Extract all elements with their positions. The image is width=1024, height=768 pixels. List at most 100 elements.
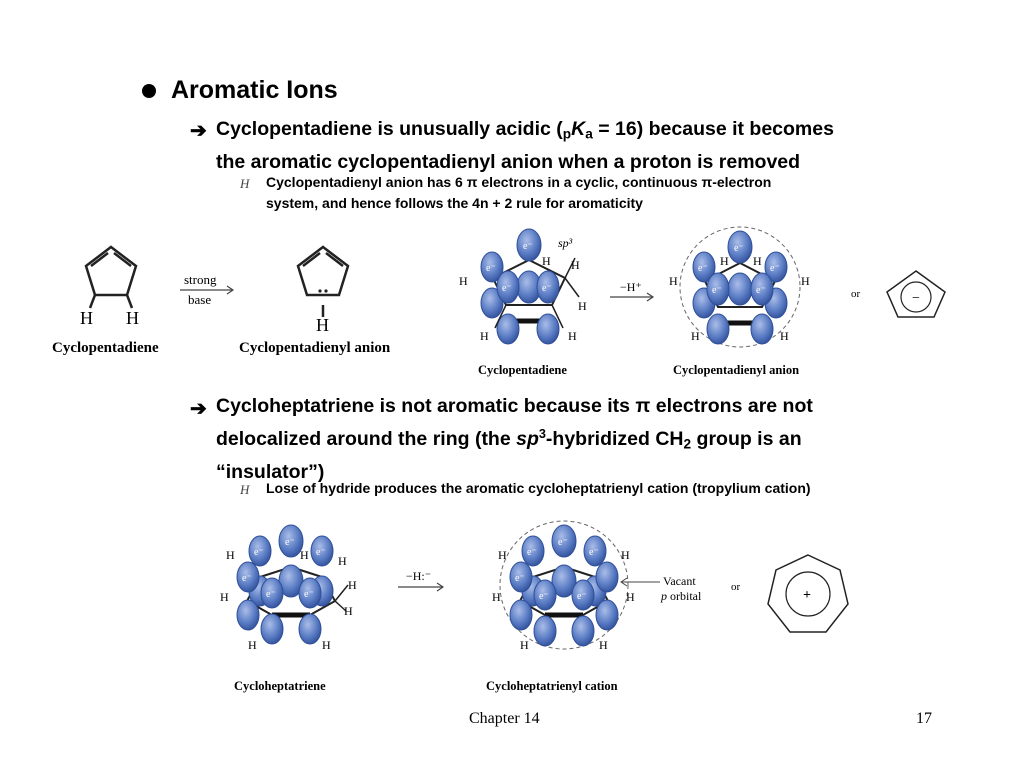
- base-label: base: [188, 292, 211, 307]
- h-label: H: [520, 638, 529, 652]
- electron-label: e⁻: [698, 263, 708, 274]
- electron-label: e⁻: [523, 241, 533, 252]
- aromatic-circle: [785, 571, 831, 617]
- sub-bullet-icon: H: [240, 176, 250, 191]
- h-label: H: [801, 274, 810, 288]
- cyclopentadienyl-anion-structure: [296, 245, 350, 317]
- arrow-head-icon: [620, 577, 628, 587]
- cyclopentadiene-caption: Cyclopentadiene: [52, 340, 159, 356]
- arrow-head-icon: [226, 285, 235, 295]
- point-2-sub-text: Lose of hydride produces the aromatic cy…: [266, 480, 811, 496]
- cyclopentadienyl-anion-orbital-diagram: e⁻ e⁻ e⁻ e⁻ e⁻: [679, 226, 801, 348]
- aromatic-circle: [900, 281, 932, 313]
- h-label: H: [691, 329, 700, 343]
- or-label: or: [851, 288, 861, 300]
- arrow-bullet-icon: ➔: [190, 398, 207, 420]
- h-label: H: [498, 548, 507, 562]
- sp3-label: sp³: [558, 236, 573, 250]
- h-label: H: [780, 329, 789, 343]
- minus-charge: −: [912, 291, 920, 306]
- h-label: H: [344, 604, 353, 618]
- arrow-head-icon: [436, 582, 445, 592]
- cycloheptatrienyl-cation-caption: Cycloheptatrienyl cation: [486, 679, 618, 693]
- ch2-subscript: 2: [683, 436, 692, 452]
- footer-chapter: Chapter 14: [469, 710, 540, 727]
- electron-label: e⁻: [589, 547, 599, 558]
- h-label: H: [248, 638, 257, 652]
- pka-a: a: [585, 126, 593, 142]
- p-italic: p: [660, 589, 667, 603]
- heptagon-shape: [767, 554, 849, 633]
- h-label: H: [300, 548, 309, 562]
- electron-label: e⁻: [712, 285, 722, 296]
- cyclopentadiene-orbital-diagram: e⁻ e⁻ e⁻ e⁻: [480, 228, 580, 345]
- sp-italic: sp: [516, 427, 539, 450]
- h-label: H: [568, 329, 577, 343]
- electron-label: e⁻: [542, 283, 552, 294]
- p-orbital-label: p orbital: [660, 589, 702, 603]
- sp-superscript: 3: [538, 427, 546, 441]
- h-label: H: [480, 329, 489, 343]
- point-2-text: Cycloheptatriene is not aromatic because…: [216, 392, 813, 486]
- bullet-dot: [142, 84, 156, 98]
- arrow-bullet-icon: ➔: [190, 120, 207, 142]
- electron-label: e⁻: [316, 547, 326, 558]
- orbital-anion-caption: Cyclopentadienyl anion: [673, 363, 800, 377]
- h-label: H: [599, 638, 608, 652]
- h-label: H: [80, 308, 93, 328]
- point-2-line-3: “insulator”): [216, 461, 325, 484]
- point-2-line-2a: delocalized around the ring (the: [216, 427, 517, 450]
- figure-1: H H strong base H e⁻ e⁻ e⁻ e⁻: [80, 226, 946, 348]
- or-label: or: [731, 581, 741, 593]
- h-label: H: [621, 548, 630, 562]
- h-label: H: [542, 254, 551, 268]
- point-1-sub-text: Cyclopentadienyl anion has 6 π electrons…: [266, 172, 771, 214]
- point-1-line-1b: = 16) because it becomes: [592, 118, 834, 140]
- point-1-sub-line-1: Cyclopentadienyl anion has 6 π electrons…: [266, 174, 772, 190]
- h-label: H: [338, 554, 347, 568]
- sub-bullet-icon: H: [240, 482, 250, 497]
- electron-label: e⁻: [558, 537, 568, 548]
- strong-label: strong: [184, 272, 217, 287]
- lone-pair-dot: [318, 289, 322, 293]
- footer-page-number: 17: [916, 710, 932, 727]
- electron-label: e⁻: [577, 591, 587, 602]
- orbital-cyclopentadiene-caption: Cyclopentadiene: [478, 363, 567, 377]
- h-label: H: [578, 299, 587, 313]
- point-2-line-2c: group is an: [691, 427, 802, 450]
- minus-hydride-label: −H:⁻: [406, 569, 431, 583]
- pentagon-shape: [886, 270, 946, 318]
- vacant-label: Vacant: [663, 574, 696, 588]
- h-label: H: [669, 274, 678, 288]
- electron-label: e⁻: [734, 243, 744, 254]
- h-label: H: [720, 254, 729, 268]
- h-label: H: [459, 274, 468, 288]
- arrow-head-icon: [646, 292, 655, 302]
- point-1-line-1a: Cyclopentadiene is unusually acidic (: [216, 118, 563, 140]
- electron-label: e⁻: [502, 283, 512, 294]
- h-label: H: [316, 315, 329, 335]
- h-label: H: [226, 548, 235, 562]
- point-2-line-1: Cycloheptatriene is not aromatic because…: [216, 395, 813, 417]
- electron-label: e⁻: [242, 573, 252, 584]
- h-label: H: [348, 578, 357, 592]
- electron-label: e⁻: [486, 263, 496, 274]
- electron-label: e⁻: [770, 263, 780, 274]
- electron-label: e⁻: [756, 285, 766, 296]
- point-1-text: Cyclopentadiene is unusually acidic (pKa…: [216, 115, 834, 176]
- cycloheptatriene-orbital-diagram: e⁻ e⁻ e⁻ e⁻ e⁻ e⁻: [236, 524, 349, 645]
- orbital-word: orbital: [667, 589, 702, 603]
- cyclopentadienyl-anion-caption: Cyclopentadienyl anion: [239, 340, 391, 356]
- h-label: H: [571, 258, 580, 272]
- point-1-sub-line-2: system, and hence follows the 4n + 2 rul…: [266, 195, 643, 211]
- cyclopentadiene-structure: [84, 245, 138, 309]
- pka-k: K: [571, 118, 586, 140]
- h-label: H: [220, 590, 229, 604]
- cycloheptatriene-caption: Cycloheptatriene: [234, 679, 326, 693]
- figure-2: e⁻ e⁻ e⁻ e⁻ e⁻ e⁻ H H H H H H H H −H:⁻: [220, 520, 849, 652]
- h-label: H: [753, 254, 762, 268]
- minus-h-plus-label: −H⁺: [620, 280, 642, 294]
- electron-label: e⁻: [515, 573, 525, 584]
- point-2-line-2b: -hybridized CH: [545, 427, 684, 450]
- slide-heading: Aromatic Ions: [171, 76, 338, 104]
